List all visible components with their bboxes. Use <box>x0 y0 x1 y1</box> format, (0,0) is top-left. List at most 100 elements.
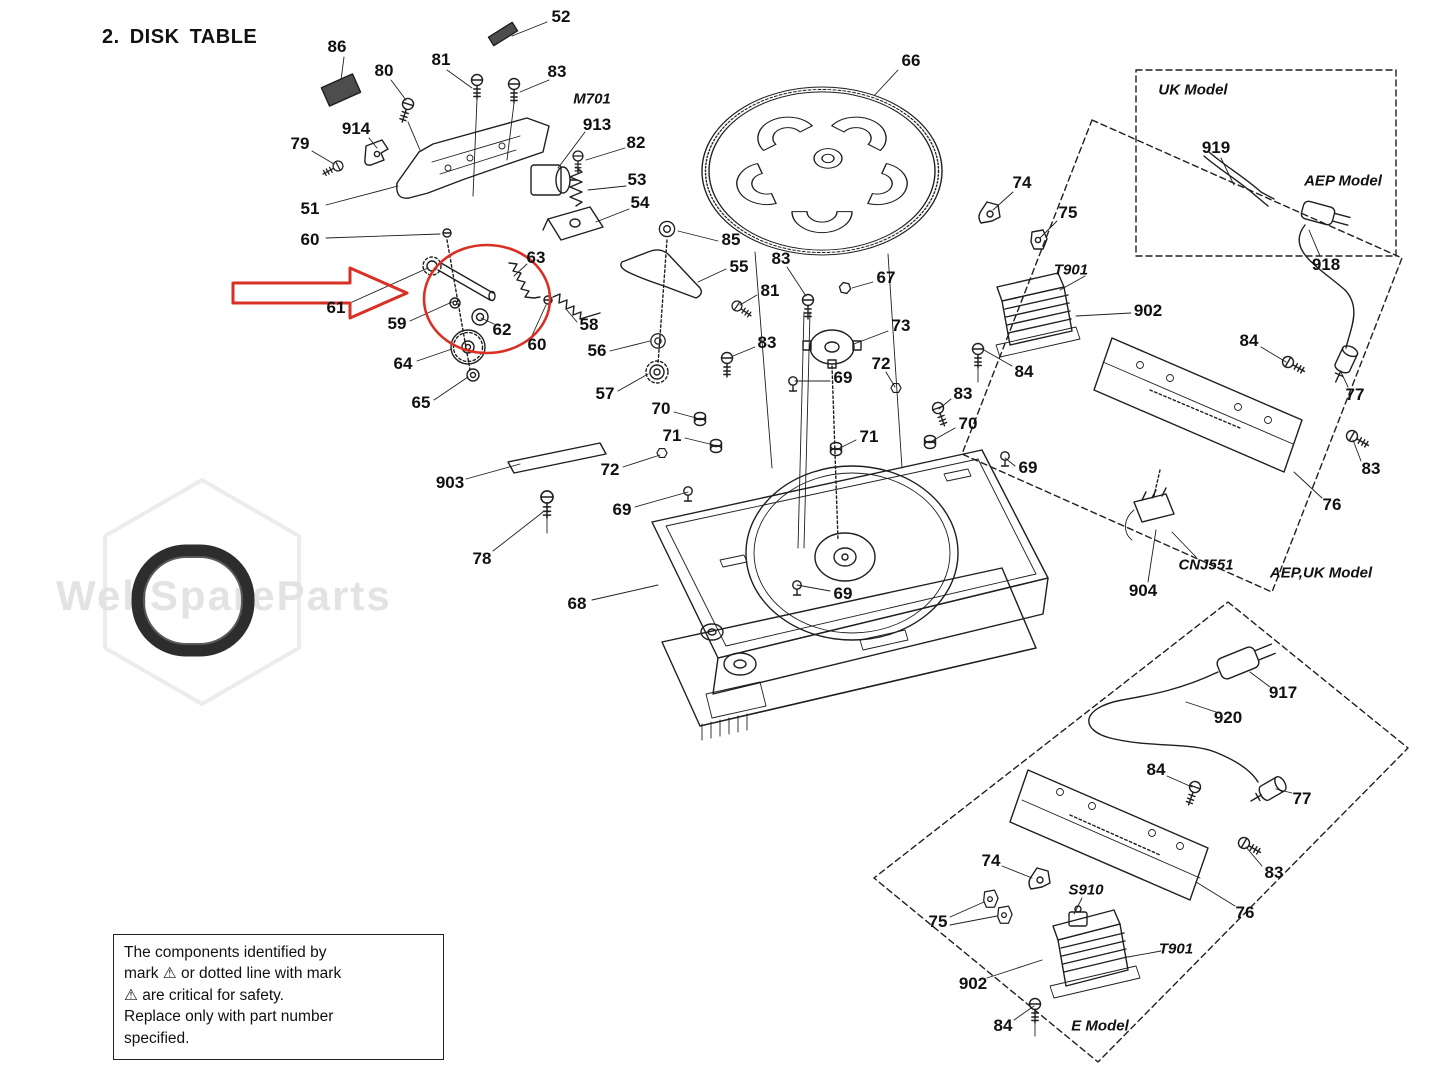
part-label-52: 52 <box>551 7 571 26</box>
part-label-81: 81 <box>760 281 780 300</box>
part-label-918: 918 <box>1311 255 1341 274</box>
part-label-59: 59 <box>387 314 407 333</box>
part-label-917: 917 <box>1268 683 1298 702</box>
part-label-84: 84 <box>1014 362 1034 381</box>
aep-uk-model-box <box>961 119 1403 593</box>
spring-53 <box>569 166 583 207</box>
clamper-73 <box>802 329 862 369</box>
part-label-t901: T901 <box>1053 261 1089 279</box>
part-label-74: 74 <box>1012 173 1032 192</box>
screw-84b <box>1279 353 1308 377</box>
part-label-e-model: E Model <box>1071 1017 1129 1035</box>
rivet-69c <box>683 486 693 502</box>
part-label-76: 76 <box>1235 903 1255 922</box>
part-label-69: 69 <box>833 584 853 603</box>
power-plug-918 <box>1300 200 1351 226</box>
leader-lines <box>311 21 1362 1021</box>
part-label-66: 66 <box>901 51 921 70</box>
part-label-53: 53 <box>627 170 647 189</box>
pulley-65 <box>466 368 480 382</box>
part-label-60: 60 <box>527 335 547 354</box>
part-label-55: 55 <box>729 257 749 276</box>
screw-81b <box>729 298 755 321</box>
part-label-85: 85 <box>721 230 741 249</box>
nut-67 <box>837 281 853 295</box>
bracket-54 <box>547 206 604 241</box>
switch-s910 <box>1068 905 1088 927</box>
part-label-73: 73 <box>891 316 911 335</box>
part-label-78: 78 <box>472 549 492 568</box>
part-label-s910: S910 <box>1068 881 1104 899</box>
transformer-t901-bottom <box>1049 909 1141 999</box>
part-label-79: 79 <box>290 134 310 153</box>
screw-79 <box>319 158 346 180</box>
part-label-70: 70 <box>651 399 671 418</box>
part-label-aep-model: AEP Model <box>1304 172 1382 190</box>
worm-gear-cluster <box>422 239 553 382</box>
part-label-70: 70 <box>958 414 978 433</box>
part-label-77: 77 <box>1292 789 1312 808</box>
screw-84a <box>971 342 985 369</box>
nut-72b <box>656 447 668 459</box>
cord-918-to-77 <box>1298 224 1355 349</box>
nut-72a <box>890 382 902 394</box>
part-label-82: 82 <box>626 133 646 152</box>
chassis-comb-teeth <box>701 713 748 741</box>
part-label-83: 83 <box>547 62 567 81</box>
gear-57 <box>645 360 669 384</box>
watermark-hexagon <box>103 478 301 706</box>
red-arrow <box>231 266 409 320</box>
part-label-62: 62 <box>492 320 512 339</box>
part-label-913: 913 <box>582 115 612 134</box>
spindle-gear-cluster <box>552 220 1010 549</box>
part-label-902: 902 <box>958 974 988 993</box>
washer-59 <box>449 297 461 309</box>
rivet-69d <box>792 580 802 596</box>
part-label-74: 74 <box>981 851 1001 870</box>
safety-note-line: specified. <box>124 1029 190 1047</box>
power-plug-917 <box>1216 643 1276 680</box>
washer-85 <box>658 220 676 238</box>
screw-83e <box>1343 427 1372 451</box>
part-label-72: 72 <box>871 354 891 373</box>
screw-83f <box>1235 834 1264 858</box>
power-cord-920 <box>1088 671 1259 783</box>
watermark-text: WebSpareParts <box>56 572 392 619</box>
grommet-71b <box>829 441 843 457</box>
part-914-bracket <box>364 139 389 166</box>
safety-note-line: ⚠ are critical for safety. <box>124 986 285 1004</box>
safety-note-line: Replace only with part number <box>124 1008 334 1026</box>
part-86-cushion <box>320 73 362 107</box>
rivet-69b <box>788 376 798 392</box>
part-label-903: 903 <box>435 473 465 492</box>
part-label-67: 67 <box>876 268 896 287</box>
bracket-74-top <box>978 201 1001 224</box>
part-label-69: 69 <box>1018 458 1038 477</box>
part-label-m701: M701 <box>573 90 611 108</box>
clip-75-top <box>1030 229 1048 250</box>
part-label-64: 64 <box>393 354 413 373</box>
motor-913-m701 <box>530 150 604 241</box>
uk-model-box <box>1135 69 1397 349</box>
part-label-902: 902 <box>1133 301 1163 320</box>
part-label-54: 54 <box>630 193 650 212</box>
part-label-919: 919 <box>1201 138 1231 157</box>
part-label-57: 57 <box>595 384 615 403</box>
part-label-84: 84 <box>1146 760 1166 779</box>
part-label-71: 71 <box>859 427 879 446</box>
bracket-74-bottom <box>1028 867 1051 890</box>
part-label-86: 86 <box>327 37 347 56</box>
part-label-51: 51 <box>300 199 320 218</box>
part-label-cnj551: CNJ551 <box>1178 556 1234 574</box>
e-model-box <box>873 601 1409 1063</box>
part-label-76: 76 <box>1322 495 1342 514</box>
gear-64 <box>450 329 486 365</box>
part-label-920: 920 <box>1213 708 1243 727</box>
slide-bar-903 <box>507 442 607 534</box>
part-label-84: 84 <box>993 1016 1013 1035</box>
part-label-84: 84 <box>1239 331 1259 350</box>
part-label-81: 81 <box>431 50 451 69</box>
power-cord-919 <box>1203 151 1262 197</box>
